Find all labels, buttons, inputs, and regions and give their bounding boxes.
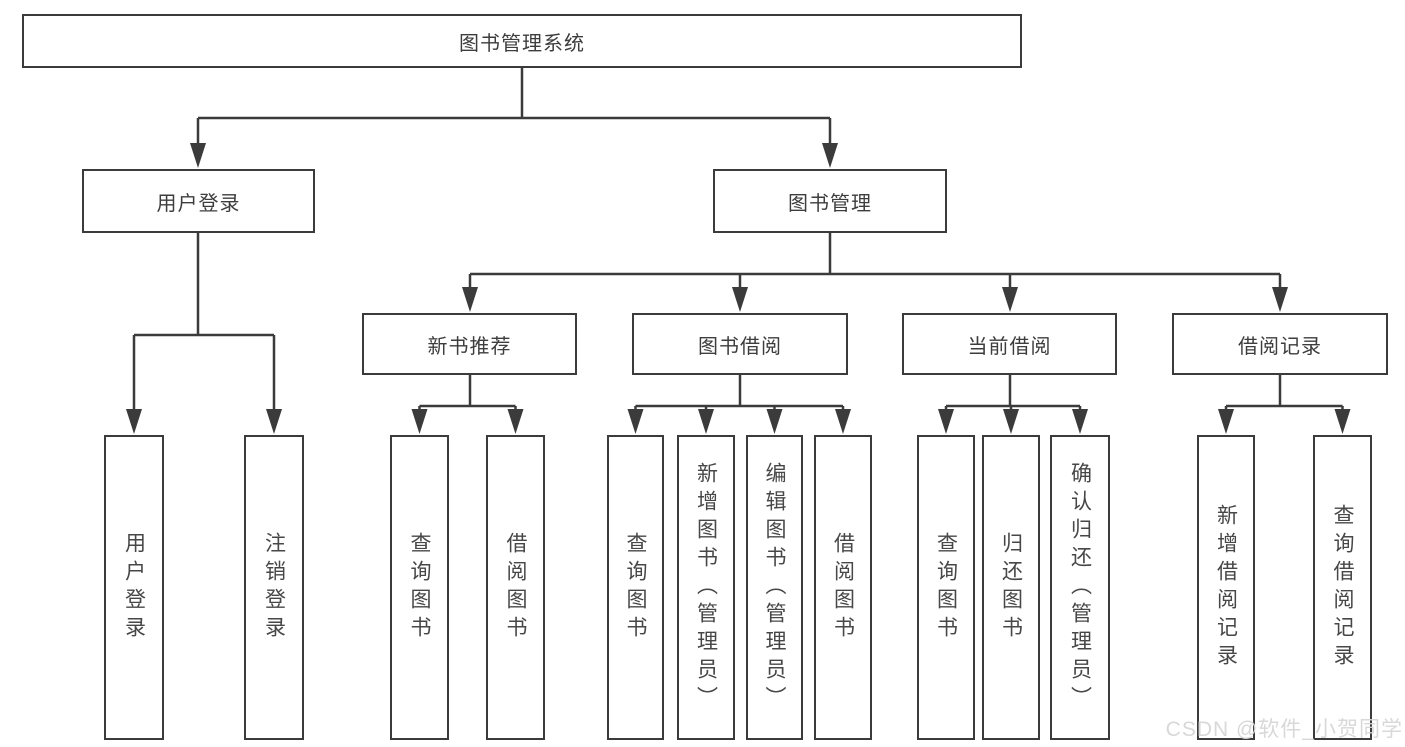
leaf-borrow-books-2: 借阅图书 [814, 435, 872, 740]
node-user-login: 用户登录 [82, 169, 315, 233]
node-label: 图书管理系统 [459, 32, 585, 55]
leaf-label: 查询图书 [624, 531, 647, 644]
leaf-label: 归还图书 [999, 531, 1023, 644]
node-label: 新书推荐 [427, 335, 512, 358]
leaf-query-borrow-record: 查询借阅记录 [1313, 435, 1372, 740]
leaf-query-books-2: 查询图书 [607, 435, 664, 740]
leaf-edit-books-admin: 编辑图书（管理员） [746, 435, 803, 740]
leaf-label: 注销登录 [262, 531, 286, 644]
leaf-user-login: 用户登录 [104, 435, 164, 740]
leaf-label: 借阅图书 [831, 531, 855, 644]
leaf-label: 查询图书 [934, 531, 958, 644]
node-borrowing-records: 借阅记录 [1172, 313, 1388, 375]
leaf-label: 查询借阅记录 [1331, 503, 1354, 672]
node-new-book-recommend: 新书推荐 [362, 313, 577, 375]
leaf-label: 用户登录 [122, 531, 146, 644]
node-library-management-system: 图书管理系统 [22, 14, 1022, 68]
leaf-query-books-3: 查询图书 [917, 435, 975, 740]
leaf-add-borrow-record: 新增借阅记录 [1197, 435, 1255, 740]
leaf-label: 编辑图书（管理员） [763, 461, 786, 714]
leaf-label: 新增借阅记录 [1214, 503, 1238, 672]
node-label: 当前借阅 [967, 335, 1052, 358]
leaf-label: 查询图书 [408, 531, 431, 644]
leaf-borrow-books: 借阅图书 [486, 435, 545, 740]
leaf-label: 新增图书（管理员） [694, 461, 718, 714]
node-book-borrowing: 图书借阅 [632, 313, 848, 375]
leaf-return-books: 归还图书 [982, 435, 1040, 740]
node-label: 借阅记录 [1238, 335, 1322, 358]
leaf-label: 借阅图书 [504, 531, 527, 644]
node-label: 用户登录 [156, 192, 241, 215]
leaf-confirm-return-admin: 确认归还（管理员） [1050, 435, 1110, 740]
node-label: 图书管理 [788, 192, 872, 215]
node-label: 图书借阅 [698, 335, 782, 358]
leaf-label: 确认归还（管理员） [1068, 461, 1092, 714]
leaf-logout: 注销登录 [244, 435, 304, 740]
node-current-borrowing: 当前借阅 [902, 313, 1117, 375]
leaf-add-books-admin: 新增图书（管理员） [677, 435, 735, 740]
leaf-query-books: 查询图书 [390, 435, 449, 740]
csdn-watermark: CSDN @软件_小贺同学 [1165, 718, 1403, 741]
node-book-management: 图书管理 [713, 169, 947, 233]
